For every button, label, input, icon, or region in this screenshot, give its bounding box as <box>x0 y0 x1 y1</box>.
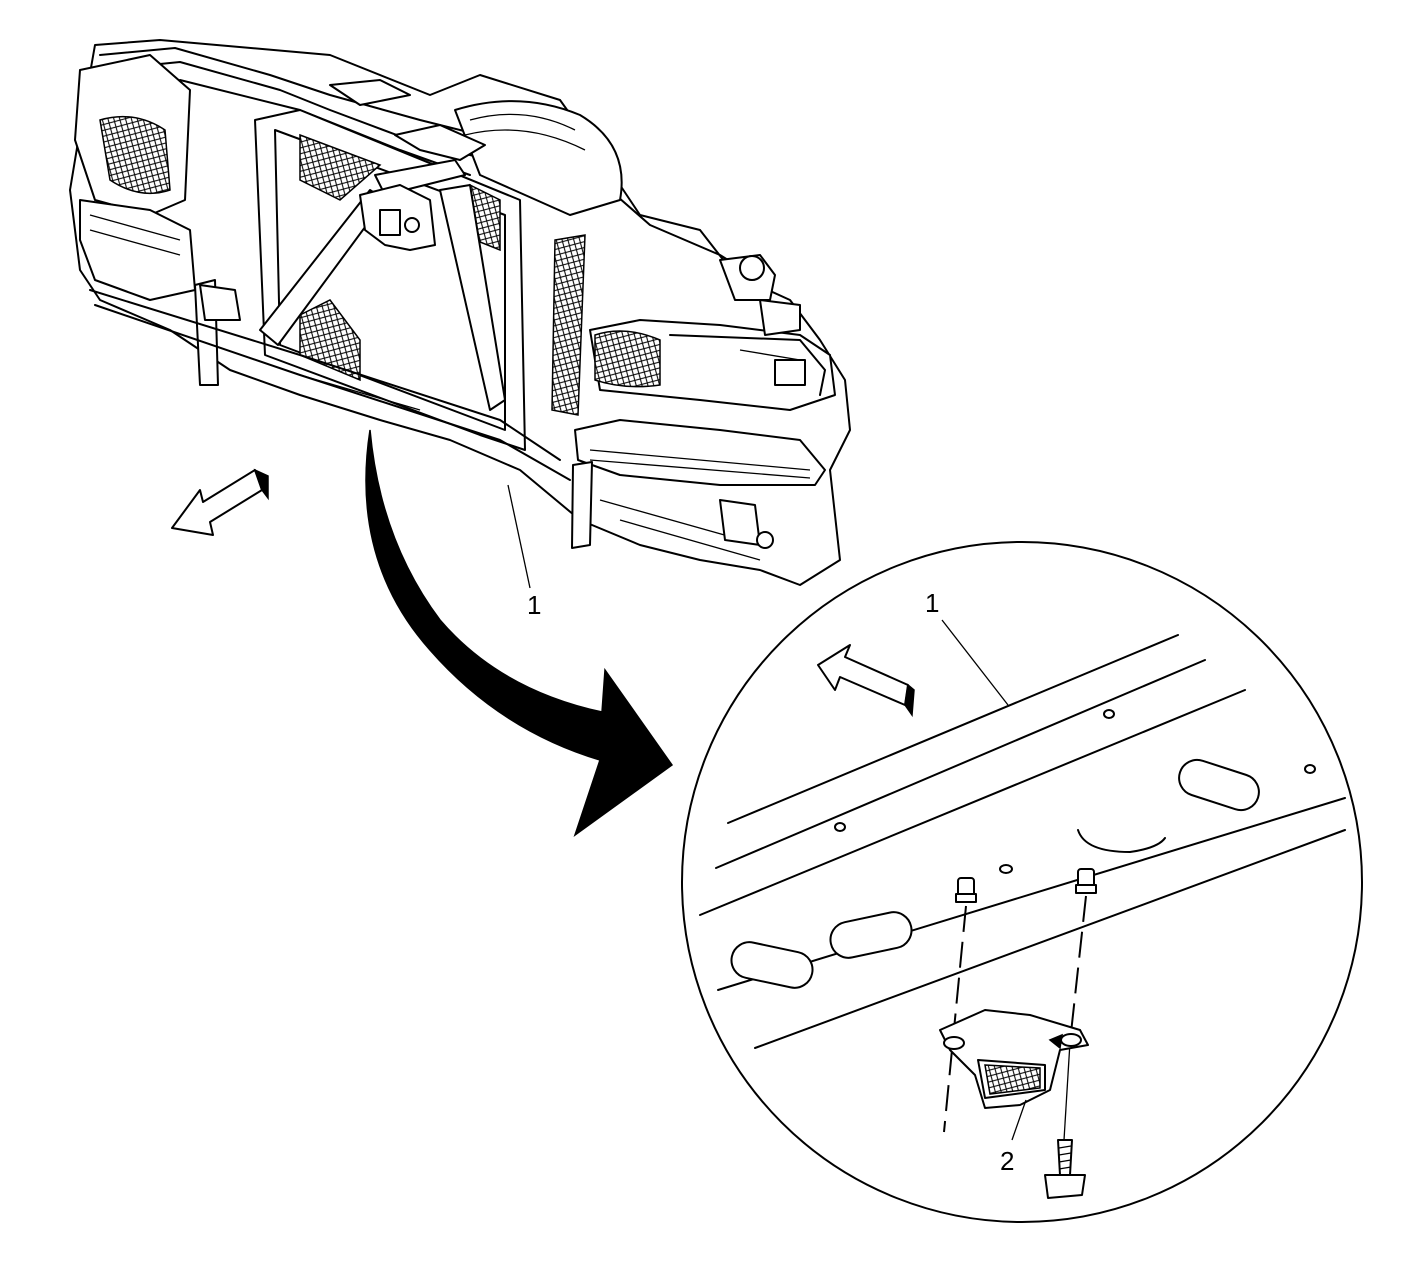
bolt <box>1044 1139 1086 1199</box>
hood-latch <box>359 184 436 251</box>
detail-view: 1 2 <box>681 541 1363 1223</box>
callout-label: 2 <box>1000 1146 1014 1176</box>
callout-detail-1: 1 <box>925 588 1009 706</box>
callout-label: 1 <box>527 590 541 620</box>
callout-overview-1: 1 <box>507 484 541 620</box>
weld-nut-right <box>1075 868 1097 894</box>
direction-arrow-icon <box>171 468 269 536</box>
impact-sensor <box>939 1009 1089 1109</box>
detail-direction-arrow-icon <box>817 644 915 718</box>
weld-nut-left <box>955 877 977 903</box>
front-end-assembly <box>69 39 851 586</box>
detail-arrow-icon <box>365 429 674 837</box>
callout-detail-2: 2 <box>1000 1099 1027 1176</box>
left-headlamp <box>74 54 196 301</box>
right-headlamp <box>589 319 836 411</box>
callout-label: 1 <box>925 588 939 618</box>
